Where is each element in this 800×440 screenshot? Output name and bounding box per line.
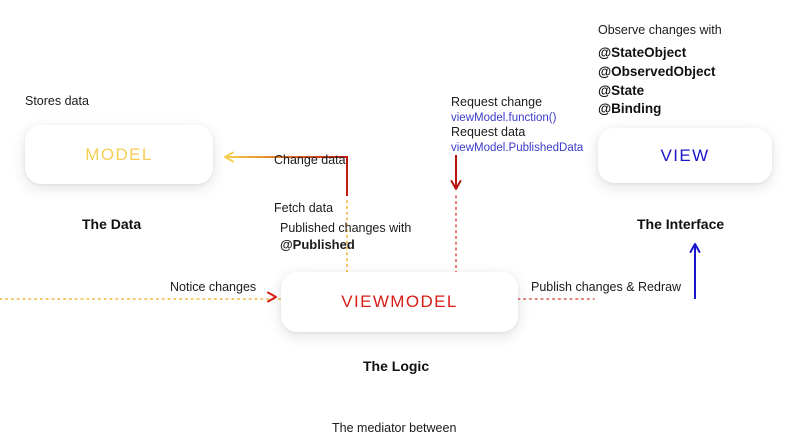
- edge-label-notice-changes: Notice changes: [170, 280, 257, 294]
- edge-label-publish-redraw: Publish changes & Redraw: [531, 280, 682, 294]
- model-note: Stores data: [25, 94, 89, 108]
- edge-label-request-data: Request data: [451, 125, 526, 139]
- node-model[interactable]: MODEL: [25, 125, 213, 184]
- node-view-label: VIEW: [660, 145, 710, 165]
- node-viewmodel-label: VIEWMODEL: [341, 292, 458, 311]
- edge-code-request-change: viewModel.function(): [451, 112, 557, 124]
- edge-label-published-changes: Published changes with: [280, 221, 412, 235]
- view-property-wrappers: @StateObject @ObservedObject @State @Bin…: [598, 45, 716, 117]
- view-caption: The Interface: [637, 216, 725, 232]
- node-view[interactable]: VIEW: [598, 128, 772, 183]
- viewmodel-subcaption: The mediator between the Model and the V…: [329, 388, 459, 440]
- edge-request-change-data: [450, 154, 598, 190]
- edge-label-change-fetch: Change data Fetch data: [274, 120, 346, 248]
- edge-label-published-wrapper: @Published: [280, 237, 355, 252]
- model-caption: The Data: [82, 216, 142, 232]
- edge-label-fetch-data: Fetch data: [274, 201, 334, 215]
- edge-label-change-data: Change data: [274, 153, 346, 167]
- viewmodel-subcaption-line1: The mediator between: [332, 421, 457, 435]
- view-note: Observe changes with: [598, 23, 722, 37]
- viewmodel-caption: The Logic: [363, 358, 430, 374]
- node-viewmodel[interactable]: VIEWMODEL: [281, 272, 518, 332]
- edge-code-request-data: viewModel.PublishedData: [451, 142, 584, 154]
- edge-label-request-change: Request change: [451, 95, 543, 109]
- node-model-label: MODEL: [85, 144, 153, 164]
